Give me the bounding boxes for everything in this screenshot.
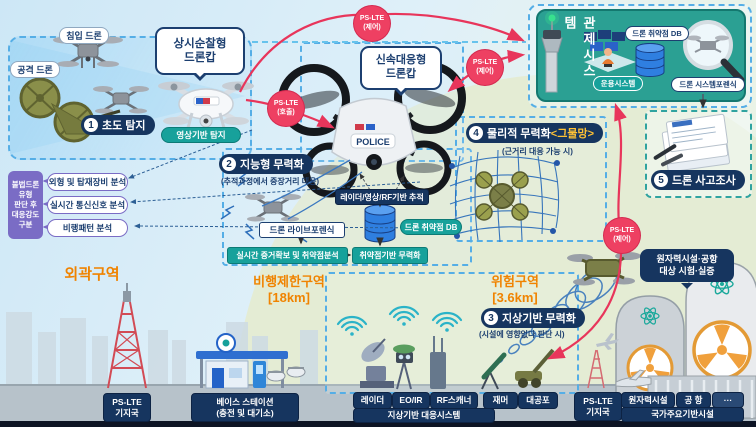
- outer-zone-label: 외곽구역: [64, 266, 120, 283]
- jammed-drone-icon: [220, 170, 308, 243]
- step4-subtitle: (근거리 대응 가능 시): [502, 147, 573, 156]
- pslte-tower-icon: [107, 299, 147, 389]
- feed-signal-analysis: [130, 181, 421, 205]
- jammer-label: 재머: [483, 392, 518, 409]
- radar-label: 레이더: [353, 392, 392, 409]
- step5-badge: 5 드론 사고조사: [651, 170, 745, 190]
- pursuit-curve-2: [287, 171, 363, 220]
- control-center-title: 관제시스템: [562, 16, 596, 80]
- pslte-call-badge: PS-LTE(호출): [267, 90, 305, 127]
- bottom-bar: [0, 421, 756, 427]
- attacker-drone-icon: [19, 77, 121, 143]
- step3-subtitle: (시설에 영향없다 판단 시): [479, 330, 565, 339]
- eoir-label: EO/IR: [392, 392, 430, 409]
- pslte-control-down-badge: PS-LTE(제어): [603, 217, 641, 254]
- tracking-label: 레이더/영상/RF기반 추적: [335, 189, 429, 205]
- patrol-drone-bubble: 상시순찰형 드론캅: [155, 27, 245, 81]
- vuln-neutralize-label: 취약점기반 무력화: [352, 247, 428, 264]
- video-detect-label: 영상기반 탐지: [161, 127, 241, 143]
- test-demo-bubble: 원자력시설·공항 대상 시험·실증: [640, 249, 734, 289]
- rf-scanner-label: RF스캐너: [430, 392, 478, 409]
- jammer-icon: [481, 352, 507, 390]
- pslte-tower-antenna: [123, 291, 131, 302]
- step2-badge: 2 지능형 무력화: [219, 154, 313, 174]
- ops-system-label: 운용시스템: [593, 76, 643, 91]
- control-vuln-db-label: 드론 취약점 DB: [625, 26, 689, 41]
- step3-badge: 3 지상기반 무력화: [481, 308, 585, 328]
- restricted-zone-label: 비행제한구역 [18km]: [253, 274, 325, 305]
- operator-illustration: [584, 30, 636, 72]
- step2-subtitle: (추적과정에서 중장거리 대응): [221, 177, 320, 186]
- analysis-pattern-box: 비행패턴 분석: [47, 219, 128, 237]
- pslte-control-top-badge: PS-LTE(제어): [353, 5, 391, 42]
- intruder-drone-small-icon: [93, 86, 149, 114]
- airport-label: 공 항: [676, 392, 711, 408]
- analysis-appearance-box: 외형 및 탑재장비 분석: [47, 173, 128, 191]
- system-forensics-label: 드론 시스템포렌식: [671, 77, 745, 92]
- track-line-2: [395, 175, 405, 191]
- ground-system-label: 지상기반 대응시스템: [353, 408, 495, 423]
- step3-number: 3: [484, 311, 498, 325]
- etc-label: ···: [712, 392, 744, 408]
- danger-zone-label: 위험구역 [3.6km]: [491, 274, 539, 305]
- base-station-label: 베이스 스테이션(충전 및 대기소): [191, 393, 299, 422]
- wifi-signal-icons: [336, 305, 463, 336]
- accident-report-icon: [653, 113, 731, 173]
- nuclear-facility-label: 원자력시설: [621, 392, 675, 408]
- control-tower-icon: [541, 11, 563, 93]
- intruder-drone-label: 침입 드론: [59, 27, 109, 44]
- pursuit-curve-1: [261, 159, 351, 207]
- attacker-drone-label: 공격 드론: [10, 61, 60, 78]
- rapid-drone-bubble: 신속대응형 드론캅: [360, 46, 442, 96]
- evidence-label: 실시간 증거확보 및 취약점분석: [227, 247, 348, 264]
- step4-number: 4: [469, 126, 483, 140]
- base-station-icon: [196, 333, 306, 389]
- step4-badge: 4 물리적 무력화<그물망>: [466, 123, 603, 143]
- step2-number: 2: [222, 157, 236, 171]
- classification-result-box: 불법드론 유형 판단 후 대응강도 구분: [8, 171, 43, 239]
- forensics-magnifier-icon: [683, 20, 745, 84]
- vuln-db-icon: [364, 204, 396, 243]
- live-forensics-label: 드론 라이브포렌식: [259, 222, 345, 238]
- step1-number: 1: [84, 118, 98, 132]
- radar-icon: [360, 338, 394, 388]
- vuln-db-label: 드론 취약점 DB: [400, 219, 462, 235]
- step5-number: 5: [654, 173, 668, 187]
- patrol-drone-icon: [158, 81, 254, 129]
- track-line-1: [359, 173, 371, 191]
- police-text: POLICE: [356, 137, 390, 147]
- step1-badge: 1 초도 탐지: [81, 115, 155, 135]
- rf-scanner-icon: [430, 336, 446, 389]
- analysis-signal-box: 실시간 통신신호 분석: [47, 196, 128, 214]
- pslte-control-mid-badge: PS-LTE(제어): [466, 49, 504, 86]
- comm-tower-small-icon: [587, 349, 605, 389]
- airplane-ground-icon: [615, 369, 652, 388]
- aa-gun-label: 대공포: [518, 392, 558, 409]
- netted-drone-icon: [475, 171, 529, 221]
- infrastructure-label: 국가주요기반시설: [621, 407, 744, 422]
- control-db-icon: [635, 43, 665, 77]
- eoir-camera-icon: [393, 344, 415, 390]
